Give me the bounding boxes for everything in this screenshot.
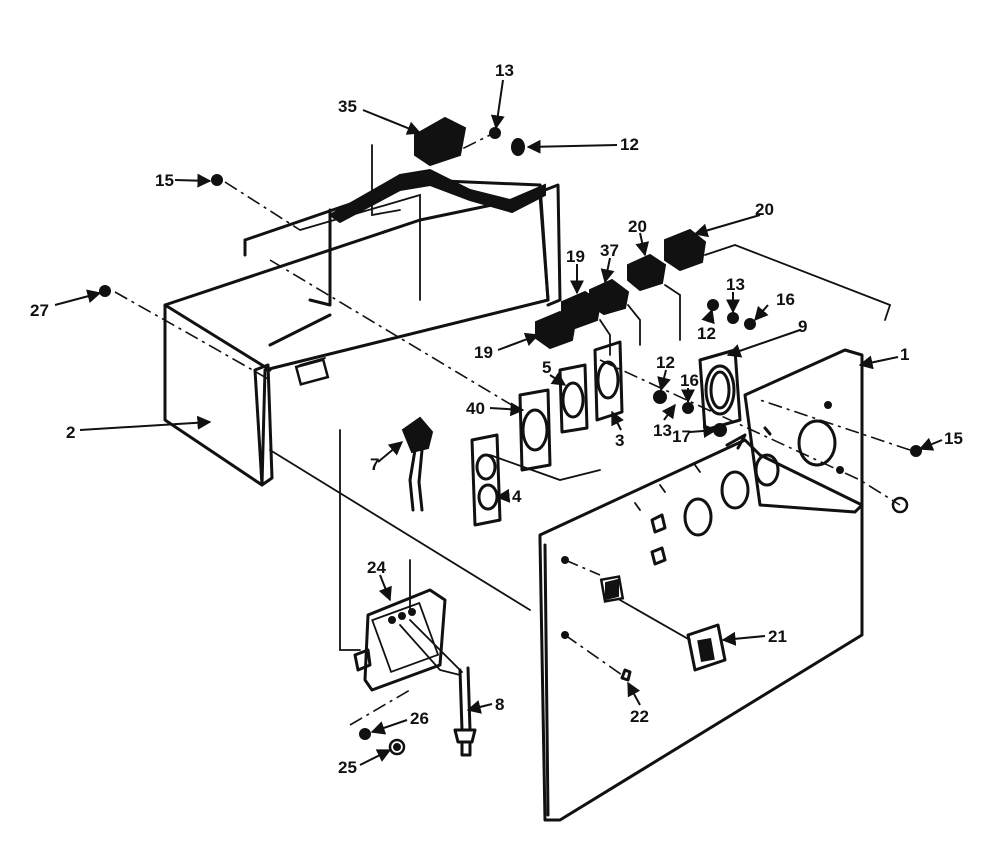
breakers-19-37-20 (535, 228, 892, 356)
callout-22: 22 (630, 707, 649, 726)
callout-24: 24 (367, 558, 386, 577)
callout-20: 20 (628, 217, 647, 236)
callout-12: 12 (656, 353, 675, 372)
terminal-board-24 (353, 588, 463, 692)
callout-5: 5 (542, 358, 551, 377)
callout-3: 3 (615, 431, 624, 450)
callout-19: 19 (474, 343, 493, 362)
switch-21 (619, 599, 727, 672)
callout-19: 19 (566, 247, 585, 266)
callout-15: 15 (155, 171, 174, 190)
callout-leaders (54, 79, 943, 766)
callout-4: 4 (512, 487, 522, 506)
component-35-relay (371, 116, 467, 217)
callout-26: 26 (410, 709, 429, 728)
callout-16: 16 (680, 371, 699, 390)
callout-9: 9 (798, 317, 807, 336)
cord-8 (453, 666, 477, 757)
callout-labels: 35 13 12 15 20 20 37 19 13 16 27 12 9 1 … (30, 61, 963, 777)
hardware-small-parts (99, 127, 922, 756)
callout-17: 17 (672, 427, 691, 446)
callout-13: 13 (653, 421, 672, 440)
callout-13: 13 (495, 61, 514, 80)
front-panel-1 (743, 348, 864, 514)
callout-7: 7 (370, 455, 379, 474)
cable-7 (401, 416, 434, 512)
callout-12: 12 (697, 324, 716, 343)
housing-box (163, 168, 562, 487)
receptacles (470, 340, 624, 527)
callout-20: 20 (755, 200, 774, 219)
callout-16: 16 (776, 290, 795, 309)
dashed-alignment-lines (114, 129, 911, 726)
callout-27: 27 (30, 301, 49, 320)
callout-12: 12 (620, 135, 639, 154)
callout-2: 2 (66, 423, 75, 442)
callout-8: 8 (495, 695, 504, 714)
callout-25: 25 (338, 758, 357, 777)
callout-13: 13 (726, 275, 745, 294)
callout-15: 15 (944, 429, 963, 448)
callout-1: 1 (900, 345, 909, 364)
gauge-9 (698, 348, 742, 432)
callout-21: 21 (768, 627, 787, 646)
callout-40: 40 (466, 399, 485, 418)
callout-37: 37 (600, 241, 619, 260)
callout-35: 35 (338, 97, 357, 116)
